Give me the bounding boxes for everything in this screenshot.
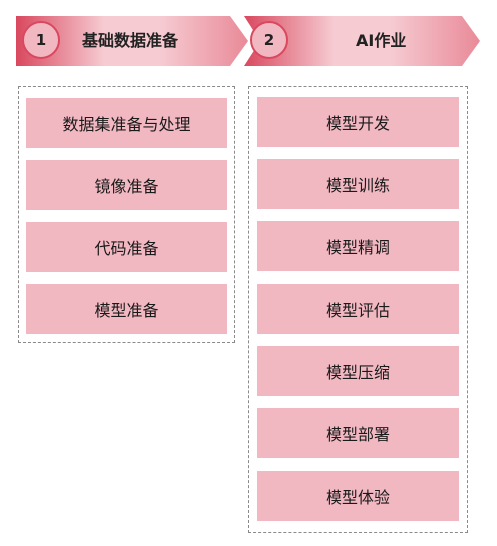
task-block: 模型训练	[257, 159, 459, 209]
task-block: 模型精调	[257, 221, 459, 271]
stage-title: 基础数据准备	[82, 31, 179, 50]
task-block: 模型压缩	[257, 346, 459, 396]
task-block: 模型部署	[257, 408, 459, 458]
task-block: 镜像准备	[26, 160, 227, 210]
stage-1-task-group	[18, 86, 235, 343]
stage-1-arrow-banner	[16, 16, 248, 66]
task-block: 模型评估	[257, 284, 459, 334]
step-number-badge: 2	[250, 21, 288, 59]
stage-title: AI作业	[356, 31, 407, 50]
step-number-badge: 1	[22, 21, 60, 59]
stage-2-arrow-banner	[244, 16, 480, 66]
task-block: 代码准备	[26, 222, 227, 272]
stage-2-task-group	[248, 86, 468, 533]
task-block: 模型开发	[257, 97, 459, 147]
stage-2-header: 2 AI作业	[244, 16, 480, 66]
task-block: 模型体验	[257, 471, 459, 521]
task-block: 模型准备	[26, 284, 227, 334]
task-block: 数据集准备与处理	[26, 98, 227, 148]
stage-1-header: 1 基础数据准备	[16, 16, 248, 66]
